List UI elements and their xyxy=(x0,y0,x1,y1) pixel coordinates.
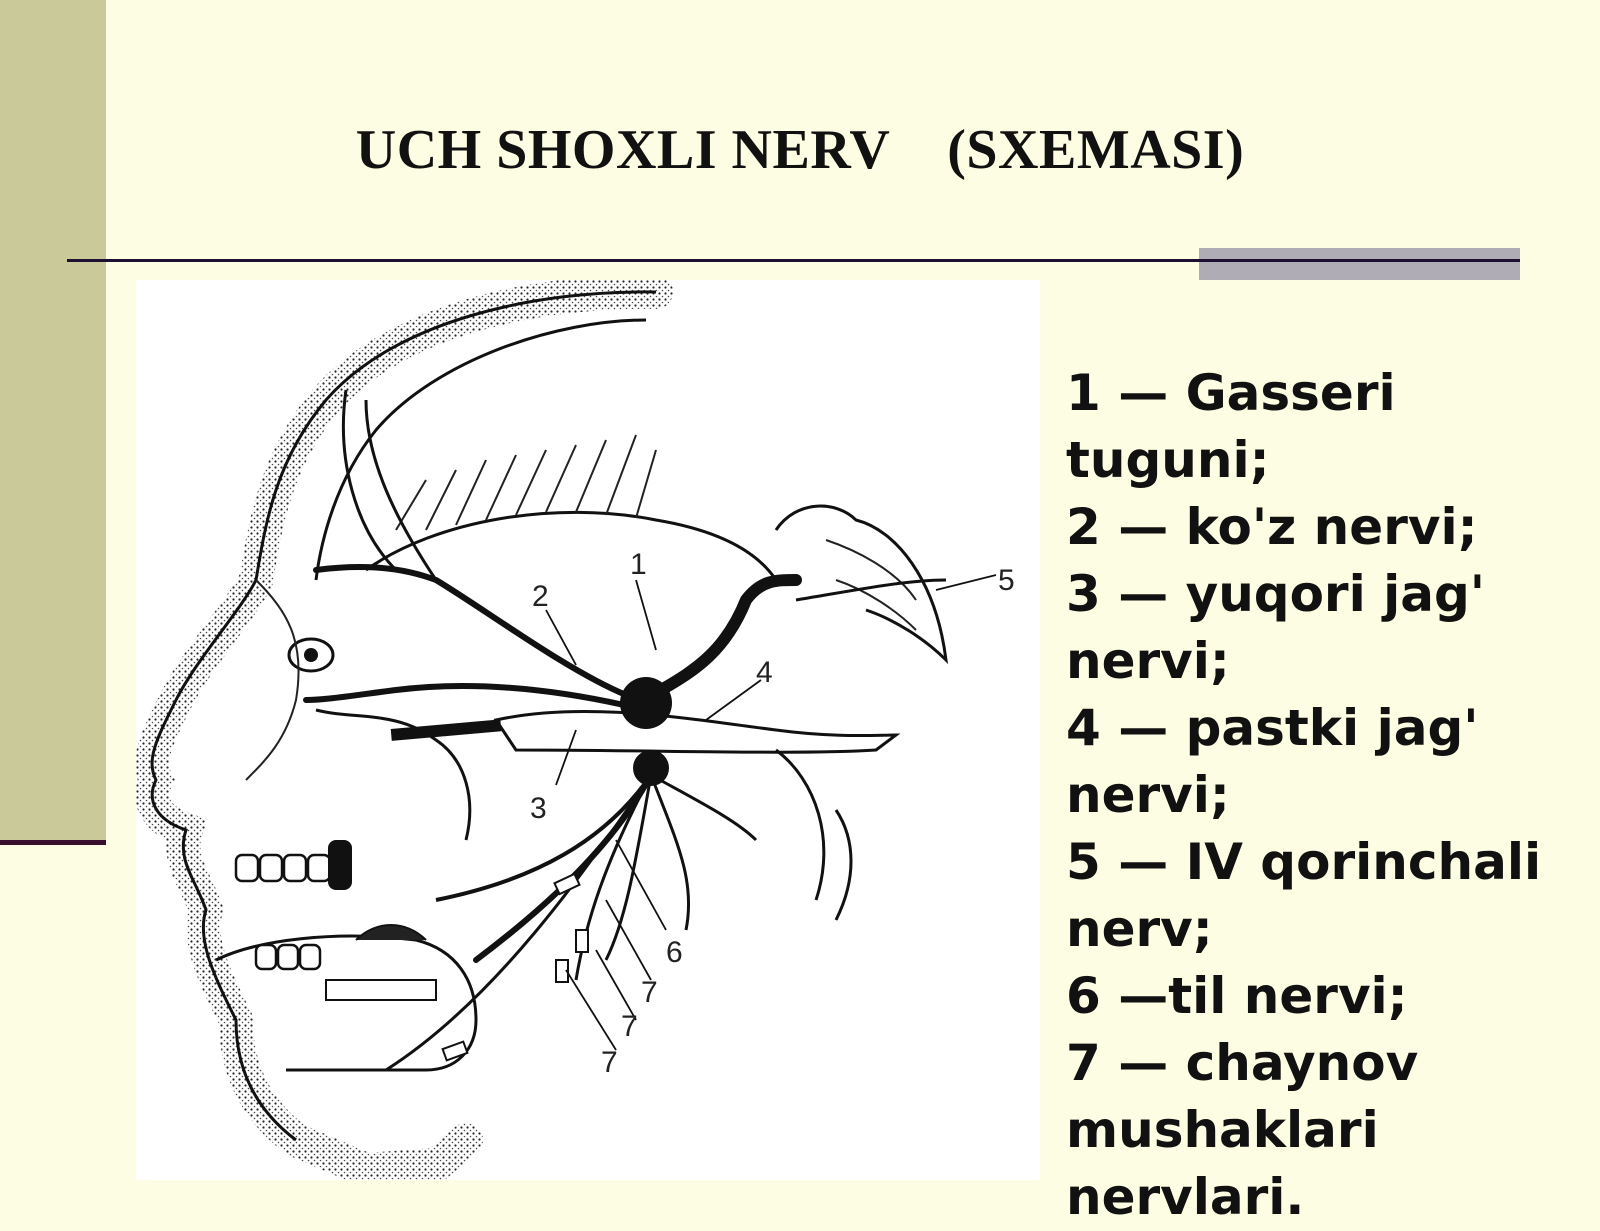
lower-teeth xyxy=(254,943,322,971)
slide-title: UCH SHOXLI NERV (SXEMASI) xyxy=(355,119,1245,181)
trochlear-nerve xyxy=(795,578,947,602)
label-1: 1 xyxy=(630,548,647,581)
upper-teeth xyxy=(234,853,332,883)
trigeminal-root xyxy=(655,574,802,696)
ophthalmic-nerve xyxy=(313,564,629,698)
legend-item-3: 3 — yuqori jag' nervi; xyxy=(1066,565,1486,690)
label-7b: 7 xyxy=(621,1010,638,1043)
label-4: 4 xyxy=(756,656,773,689)
lingual-nerve xyxy=(435,773,653,902)
side-decor-bar xyxy=(0,0,106,845)
skull-inner-line xyxy=(314,318,647,581)
legend-item-6: 6 —til nervi; xyxy=(1066,967,1408,1025)
maxillary-nerve xyxy=(303,683,627,708)
label-7a: 7 xyxy=(641,976,658,1009)
cranial-floor xyxy=(365,510,778,581)
legend-item-4: 4 — pastki jag' nervi; xyxy=(1066,699,1479,824)
legend-item-1: 1 — Gasseri tuguni; xyxy=(1066,364,1396,489)
label-5: 5 xyxy=(998,564,1015,597)
legend-item-7: 7 — chaynov mushaklari nervlari. xyxy=(1066,1034,1419,1226)
trigeminal-nerve-diagram: 1 2 3 4 5 6 7 7 7 xyxy=(136,280,1040,1180)
legend-item-2: 2 — ko'z nervi; xyxy=(1066,498,1478,556)
title-rule-accent xyxy=(1199,248,1520,280)
diagram-svg: 1 2 3 4 5 6 7 7 7 xyxy=(136,280,1015,1180)
title-rule xyxy=(67,259,1520,262)
label-3: 3 xyxy=(530,792,547,825)
legend-list: 1 — Gasseri tuguni; 2 — ko'z nervi; 3 — … xyxy=(1066,360,1600,1231)
label-7c: 7 xyxy=(601,1046,618,1079)
label-2: 2 xyxy=(532,580,549,613)
legend-item-5: 5 — IV qorinchali nerv; xyxy=(1066,833,1542,958)
brainstem-region xyxy=(774,504,949,665)
mandibular-nerve xyxy=(473,772,654,963)
label-6: 6 xyxy=(666,936,683,969)
